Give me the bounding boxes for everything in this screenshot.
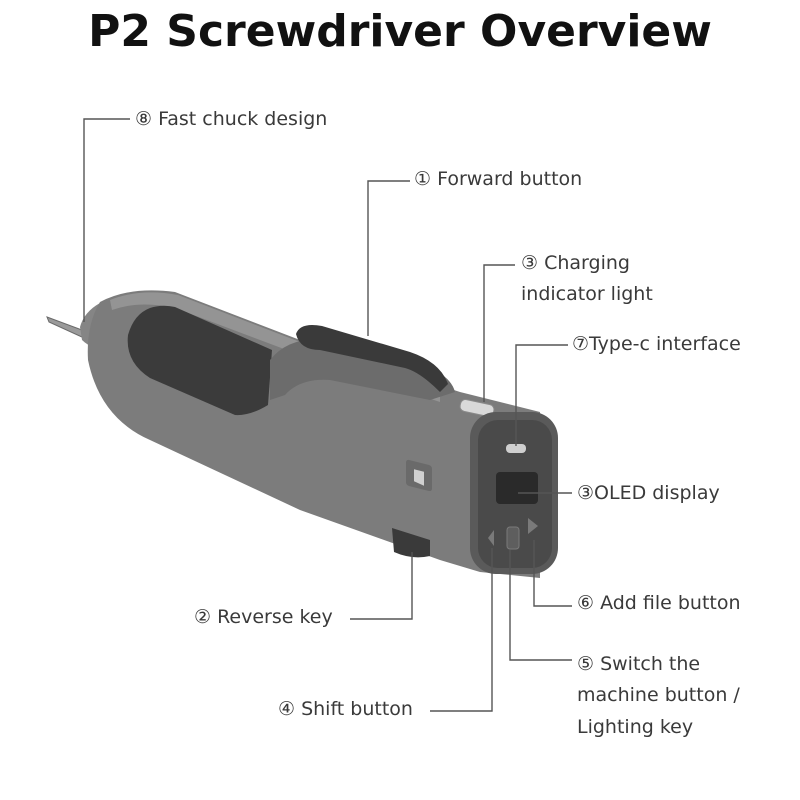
label-charging-line2: indicator light: [521, 283, 653, 305]
switch-button-shape: [506, 526, 520, 550]
leader-forward: [367, 180, 410, 336]
label-switch-line3: Lighting key: [577, 716, 694, 738]
leader-typec: [515, 344, 568, 446]
brand-logo-icon: [406, 459, 432, 492]
reverse-key-shape: [392, 528, 430, 558]
leader-reverse: [350, 552, 413, 620]
label-switch-line2: machine button /: [577, 684, 740, 706]
triangle-left-icon: [488, 530, 494, 546]
screwdriver-body: [46, 290, 558, 578]
label-typec: ⑦Type-c interface: [572, 333, 741, 355]
leader-shift: [430, 548, 493, 712]
leader-switch: [509, 550, 572, 661]
charging-indicator-shape: [459, 399, 495, 417]
leader-lines: [83, 118, 572, 712]
type-c-port: [506, 444, 526, 453]
oled-screen: [496, 472, 538, 504]
button-hump: [270, 339, 455, 400]
label-charging-line1: ③ Charging: [521, 252, 630, 274]
leader-charging: [483, 264, 515, 402]
triangle-right-icon: [528, 518, 538, 534]
barrel-highlight: [110, 292, 440, 402]
label-add-file: ⑥ Add file button: [577, 592, 741, 614]
label-shift: ④ Shift button: [278, 698, 413, 720]
label-oled: ③OLED display: [577, 482, 720, 504]
label-forward-button: ① Forward button: [414, 168, 583, 190]
leader-fast-chuck: [83, 118, 130, 322]
leader-add-file: [533, 540, 572, 607]
label-fast-chuck: ⑧ Fast chuck design: [135, 108, 328, 130]
page-title: P2 Screwdriver Overview: [88, 6, 712, 57]
rubber-grip: [127, 305, 272, 416]
label-reverse: ② Reverse key: [194, 606, 333, 628]
screwdriver-bit: [46, 316, 85, 339]
forward-button-shape: [296, 325, 448, 392]
label-switch-line1: ⑤ Switch the: [577, 653, 701, 675]
